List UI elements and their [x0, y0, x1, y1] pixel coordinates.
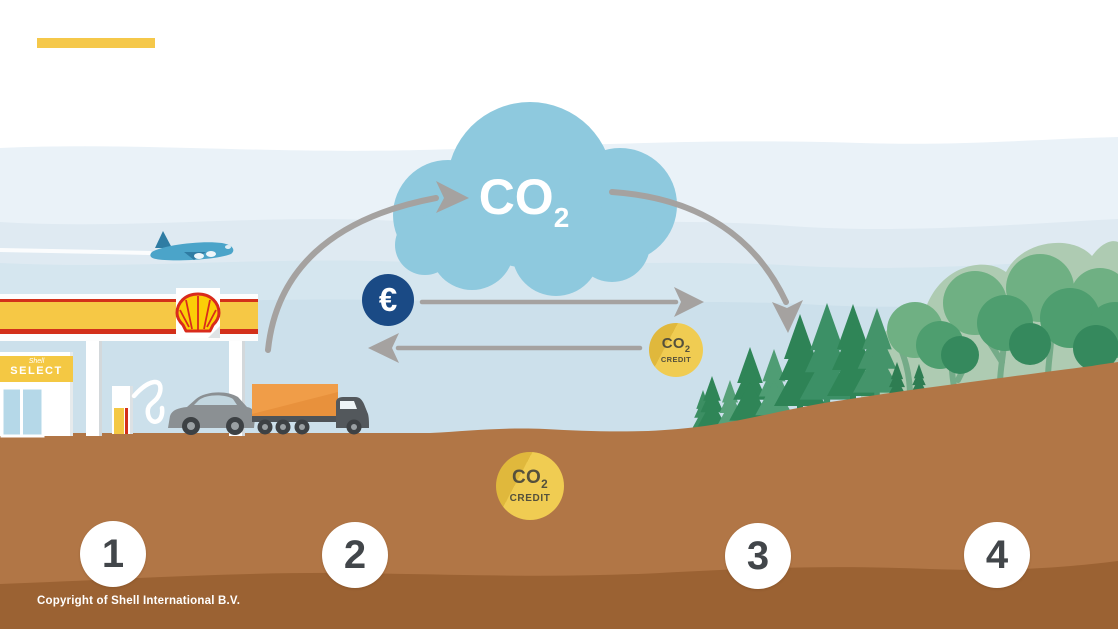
co2-cloud	[393, 102, 677, 296]
copyright-text: Copyright of Shell International B.V.	[37, 595, 241, 607]
arrow-cloud-to-forest	[609, 189, 803, 333]
co2-credit-word: CREDIT	[660, 355, 692, 365]
shell-pecten-icon	[175, 292, 221, 333]
euro-symbol: €	[378, 281, 398, 318]
arrow-station-to-cloud	[265, 181, 469, 353]
step-number: 4	[985, 532, 1009, 577]
arrow-euro-payment	[419, 287, 704, 317]
select-sign-band	[0, 356, 73, 382]
step-number: 3	[746, 533, 770, 578]
shell-pecten-sign	[175, 288, 221, 338]
select-shop-sign: Shell SELECT	[0, 358, 73, 382]
step-circle-3: 3	[725, 523, 791, 589]
select-sign-script: Shell	[28, 358, 45, 365]
cloud-co2-label: CO2	[479, 169, 570, 233]
step-circle-1: 1	[80, 521, 146, 587]
co2-credit-gas: CO2	[512, 467, 548, 491]
select-sign-label: SELECT	[10, 364, 63, 377]
step-number: 2	[343, 532, 367, 577]
gas-station	[0, 288, 258, 438]
fuel-pump	[112, 379, 165, 434]
pump-hose	[131, 379, 165, 424]
co2-credit-gas: CO2	[661, 335, 691, 355]
co2-credit-word: CREDIT	[509, 492, 551, 504]
step-circle-2: 2	[322, 522, 388, 588]
subsoil-band	[0, 561, 1118, 629]
euro-badge: €	[362, 274, 414, 326]
step-circle-4: 4	[964, 522, 1030, 588]
airplane-icon	[0, 231, 234, 261]
truck	[252, 384, 369, 435]
arrow-credit-return	[368, 333, 643, 363]
co2-credit-badge-sky: CO2 CREDIT	[649, 323, 703, 377]
co2-credit-badge-ground: CO2 CREDIT	[496, 452, 564, 520]
front-canopy	[941, 323, 1118, 374]
shop-building	[0, 352, 73, 438]
car	[168, 392, 255, 435]
contrail	[0, 248, 152, 255]
step-number: 1	[101, 531, 125, 576]
accent-bar	[37, 38, 155, 48]
